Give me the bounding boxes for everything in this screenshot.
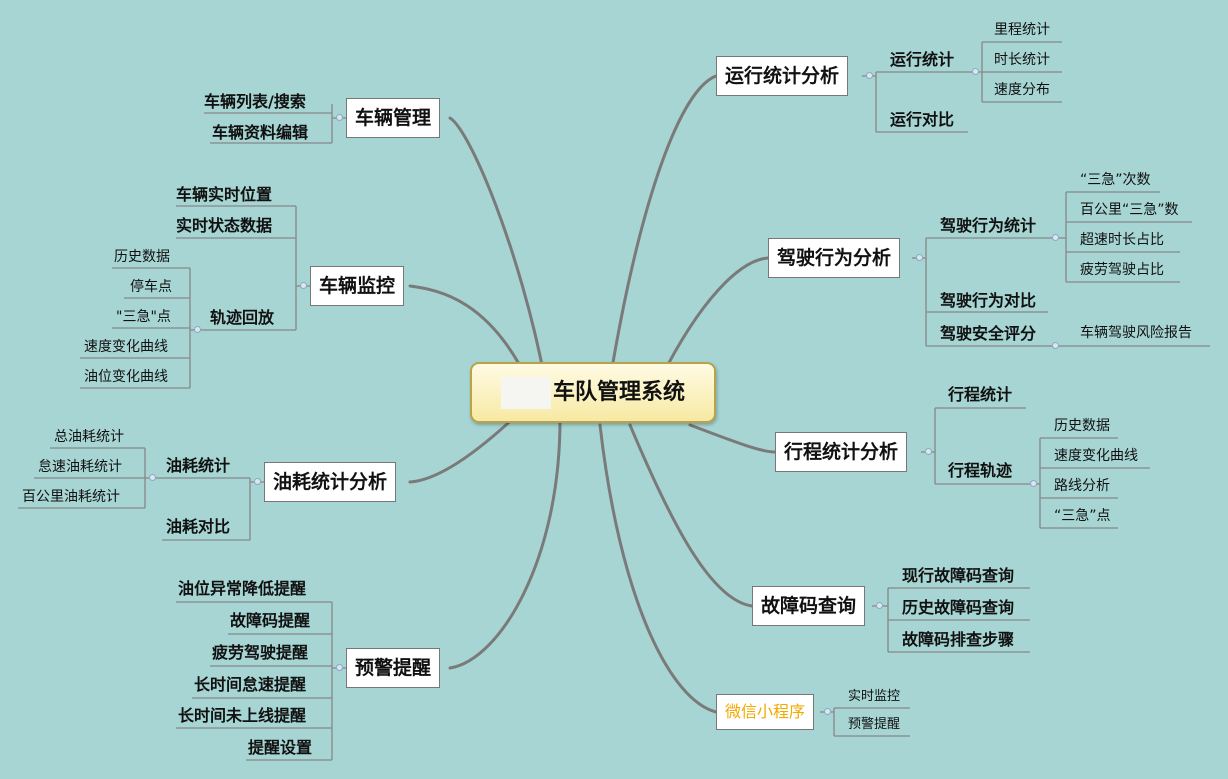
subtopic-idle-fuel[interactable]: 怠速油耗统计 — [38, 459, 122, 475]
root-node[interactable]: 车队管理系统 — [470, 362, 716, 423]
link-trip-stats — [688, 423, 777, 454]
collapse-toggle-icon[interactable] — [149, 474, 156, 481]
subtopic-total-fuel[interactable]: 总油耗统计 — [54, 429, 124, 445]
subtopic-three-emergency-per-100km[interactable]: 百公里“三急”数 — [1080, 202, 1179, 218]
topic-trip-track[interactable]: 行程轨迹 — [948, 461, 1013, 480]
subtopic-speed-distribution[interactable]: 速度分布 — [994, 82, 1050, 98]
subtopic-trip-speed-curve[interactable]: 速度变化曲线 — [1054, 448, 1138, 464]
topic-behavior-stats[interactable]: 驾驶行为统计 — [940, 216, 1037, 235]
link-driving-behavior — [658, 256, 770, 382]
collapse-toggle-icon[interactable] — [1030, 480, 1037, 487]
branch-fuel-statistics[interactable]: 油耗统计分析 — [264, 462, 397, 502]
topic-idle-alert[interactable]: 长时间怠速提醒 — [194, 675, 307, 694]
subtopic-wechat-realtime[interactable]: 实时监控 — [848, 689, 901, 704]
collapse-toggle-icon[interactable] — [925, 448, 932, 455]
topic-offline-alert[interactable]: 长时间未上线提醒 — [178, 706, 307, 725]
topic-safety-score[interactable]: 驾驶安全评分 — [940, 324, 1037, 343]
collapse-toggle-icon[interactable] — [824, 708, 831, 715]
collapse-toggle-icon[interactable] — [336, 664, 343, 671]
link-fuel-stats — [408, 410, 522, 484]
subtopic-three-emergency-points[interactable]: "三急"点 — [116, 309, 171, 325]
topic-fuel-drop-alert[interactable]: 油位异常降低提醒 — [178, 579, 307, 598]
topic-track-playback[interactable]: 轨迹回放 — [210, 308, 275, 327]
topic-behavior-compare[interactable]: 驾驶行为对比 — [940, 291, 1037, 310]
branch-alerts[interactable]: 预警提醒 — [346, 648, 441, 688]
collapse-toggle-icon[interactable] — [876, 602, 883, 609]
subtopic-risk-report[interactable]: 车辆驾驶风险报告 — [1080, 325, 1192, 341]
link-vehicle-monitor — [408, 284, 532, 387]
topic-history-fault[interactable]: 历史故障码查询 — [902, 598, 1015, 617]
topic-fuel-comparison[interactable]: 油耗对比 — [166, 517, 231, 536]
collapse-toggle-icon[interactable] — [1052, 342, 1059, 349]
subtopic-history-data[interactable]: 历史数据 — [114, 249, 170, 265]
branch-vehicle-monitoring[interactable]: 车辆监控 — [310, 266, 405, 306]
collapse-toggle-icon[interactable] — [916, 254, 923, 261]
branch-fault-code[interactable]: 故障码查询 — [752, 586, 866, 626]
branch-wechat-mini-program[interactable]: 微信小程序 — [716, 694, 815, 730]
collapse-toggle-icon[interactable] — [336, 114, 343, 121]
root-title: 车队管理系统 — [552, 380, 685, 405]
topic-alert-settings[interactable]: 提醒设置 — [248, 738, 313, 757]
link-operation-stats — [608, 74, 718, 382]
main-branch-lines — [408, 74, 777, 714]
topic-trip-stats[interactable]: 行程统计 — [948, 385, 1013, 404]
topic-vehicle-list-search[interactable]: 车辆列表/搜索 — [204, 92, 306, 111]
subtopic-trip-three-emergency[interactable]: “三急”点 — [1054, 508, 1111, 524]
collapse-toggle-icon[interactable] — [972, 68, 979, 75]
topic-operation-stats[interactable]: 运行统计 — [890, 50, 955, 69]
collapse-toggle-icon[interactable] — [1052, 234, 1059, 241]
subtopic-parking-points[interactable]: 停车点 — [130, 279, 172, 295]
collapse-toggle-icon[interactable] — [300, 282, 307, 289]
branch-vehicle-management[interactable]: 车辆管理 — [346, 98, 441, 138]
topic-fault-troubleshoot[interactable]: 故障码排查步骤 — [902, 630, 1015, 649]
branch-operation-statistics[interactable]: 运行统计分析 — [716, 56, 849, 96]
redacted-logo — [500, 377, 551, 409]
subtopic-fatigue-ratio[interactable]: 疲劳驾驶占比 — [1080, 262, 1164, 278]
branch-trip-statistics[interactable]: 行程统计分析 — [775, 432, 908, 472]
subtopic-fuel-per-100km[interactable]: 百公里油耗统计 — [22, 489, 120, 505]
link-vehicle-mgmt — [448, 116, 547, 382]
link-fault-code — [628, 423, 754, 608]
topic-realtime-position[interactable]: 车辆实时位置 — [176, 185, 273, 204]
topic-fuel-consumption[interactable]: 油耗统计 — [166, 456, 231, 475]
subtopic-mileage[interactable]: 里程统计 — [994, 22, 1050, 38]
topic-realtime-status[interactable]: 实时状态数据 — [176, 216, 273, 235]
subtopic-speeding-ratio[interactable]: 超速时长占比 — [1080, 232, 1164, 248]
subtopic-speed-curve[interactable]: 速度变化曲线 — [84, 339, 168, 355]
branch-driving-behavior[interactable]: 驾驶行为分析 — [768, 238, 901, 278]
collapse-toggle-icon[interactable] — [254, 478, 261, 485]
topic-fatigue-alert[interactable]: 疲劳驾驶提醒 — [212, 643, 309, 662]
collapse-toggle-icon[interactable] — [194, 326, 201, 333]
subtopic-three-emergency-count[interactable]: “三急”次数 — [1080, 172, 1151, 188]
subtopic-duration[interactable]: 时长统计 — [994, 52, 1050, 68]
topic-fault-code-alert[interactable]: 故障码提醒 — [230, 611, 311, 630]
subtopic-fuel-level-curve[interactable]: 油位变化曲线 — [84, 369, 168, 385]
link-wechat — [598, 423, 718, 714]
topic-operation-compare[interactable]: 运行对比 — [890, 110, 955, 129]
subtopic-wechat-alerts[interactable]: 预警提醒 — [848, 717, 901, 732]
topic-current-fault[interactable]: 现行故障码查询 — [902, 566, 1015, 585]
subtopic-route-analysis[interactable]: 路线分析 — [1054, 478, 1110, 494]
subtopic-trip-history[interactable]: 历史数据 — [1054, 418, 1110, 434]
topic-vehicle-info-edit[interactable]: 车辆资料编辑 — [212, 123, 309, 142]
collapse-toggle-icon[interactable] — [866, 72, 873, 79]
link-alerts — [448, 418, 562, 670]
